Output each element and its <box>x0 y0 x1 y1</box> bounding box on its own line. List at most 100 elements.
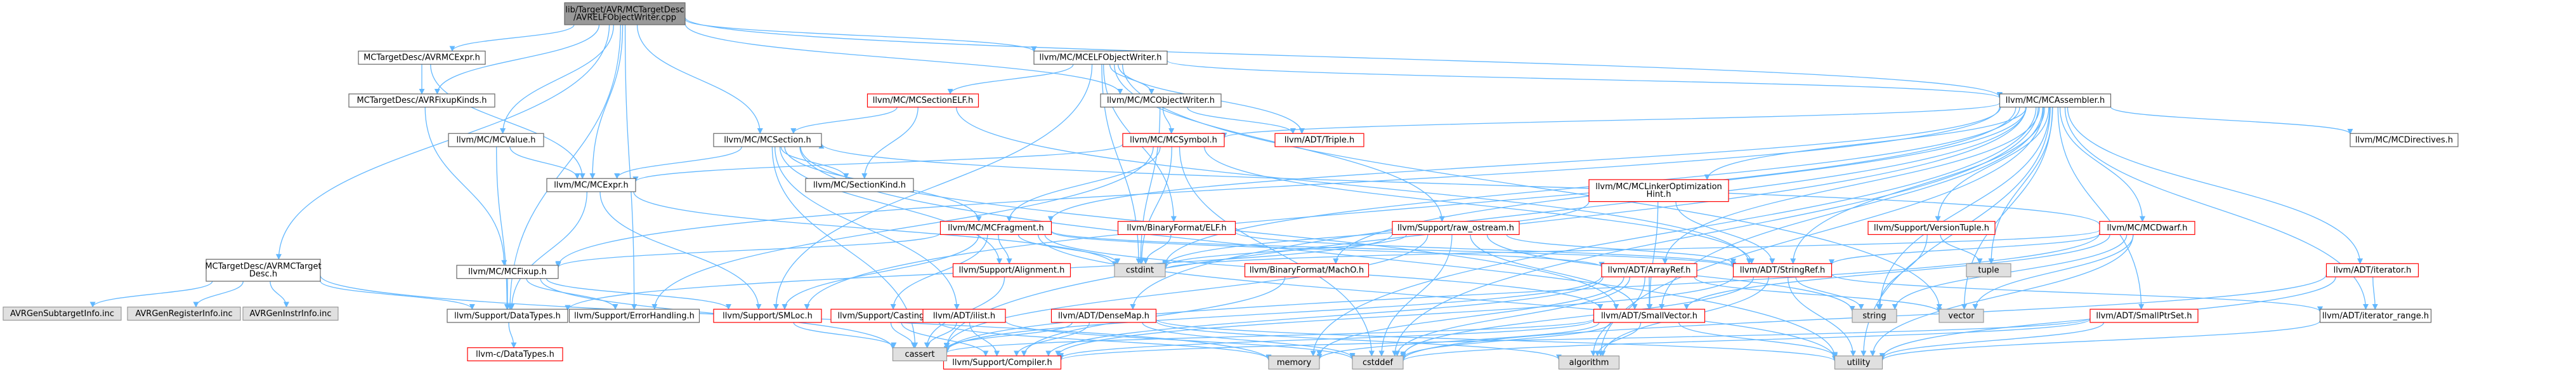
node-box-mcobjectwriter <box>1100 93 1222 108</box>
node-label-avrmctargetdesc-1: Desc.h <box>249 270 277 279</box>
node-box-avrmcexpr <box>358 50 486 65</box>
node-smloc[interactable]: llvm/Support/SMLoc.h <box>713 309 822 323</box>
edge-smallptrset-to-utility <box>1880 322 2105 359</box>
node-algorithm: algorithm <box>1558 356 1620 370</box>
node-label-mcfixup-0: llvm/MC/MCFixup.h <box>468 267 547 277</box>
edge-mcfixup-to-smloc <box>546 278 731 310</box>
edge-mcsymbol-to-errorhandling <box>651 147 1154 310</box>
node-avrgenregisterinfo: AVRGenRegisterInfo.inc <box>127 307 241 321</box>
edge-mcassembler-to-cstddef <box>1392 107 2039 357</box>
node-box-cassert <box>892 347 948 362</box>
edge-mcassembler-to-mcfragment <box>1047 107 2001 222</box>
node-casting[interactable]: llvm/Support/Casting.h <box>830 309 939 323</box>
node-label-datatypes-0: llvm/Support/DataTypes.h <box>454 311 561 321</box>
node-box-ilist <box>922 309 1006 323</box>
node-box-errorhandling <box>568 309 700 323</box>
node-root[interactable]: lib/Target/AVR/MCTargetDesc/AVRELFObject… <box>564 2 686 25</box>
node-box-mcexpr <box>546 178 636 192</box>
node-iterator[interactable]: llvm/ADT/iterator.h <box>2325 263 2419 277</box>
node-arrayref[interactable]: llvm/ADT/ArrayRef.h <box>1601 263 1697 277</box>
edge-mcdwarf-to-utility <box>1869 234 2134 357</box>
node-label-densemap-0: llvm/ADT/DenseMap.h <box>1058 311 1149 321</box>
node-densemap[interactable]: llvm/ADT/DenseMap.h <box>1050 309 1157 323</box>
node-mcsectionelf[interactable]: llvm/MC/MCSectionELF.h <box>866 93 979 108</box>
node-machoh[interactable]: llvm/BinaryFormat/MachO.h <box>1244 263 1370 277</box>
node-avrfixupkinds[interactable]: MCTargetDesc/AVRFixupKinds.h <box>348 93 495 108</box>
node-box-cstddef <box>1352 356 1404 370</box>
edge-mcobjectwriter-to-triple <box>1187 107 1296 135</box>
edge-iterator-to-iteratorrange <box>2372 277 2378 310</box>
edge-mcfixup-to-errorhandling <box>526 278 618 310</box>
edge-root-to-errorhandling <box>624 24 637 310</box>
node-mcsection[interactable]: llvm/MC/MCSection.h <box>713 133 822 147</box>
edge-root-to-mcvalue <box>500 24 614 135</box>
edge-avrmcexpr-to-mcexpr <box>430 64 585 180</box>
node-cdatatypes[interactable]: llvm-c/DataTypes.h <box>467 347 563 362</box>
node-rawostream[interactable]: llvm/Support/raw_ostream.h <box>1392 221 1520 236</box>
node-binaryelf[interactable]: llvm/BinaryFormat/ELF.h <box>1117 221 1236 236</box>
edge-smallvector-to-compiler <box>1058 319 1595 359</box>
edge-densemap-to-utility <box>1155 319 1838 362</box>
edge-versiontuple-to-string <box>1876 234 1928 310</box>
edge-binaryelf-to-stringref <box>1234 231 1736 268</box>
node-compiler[interactable]: llvm/Support/Compiler.h <box>943 356 1062 370</box>
edge-mcassembler-to-memory <box>1310 107 2037 357</box>
edge-root-to-datatypes <box>507 24 621 310</box>
node-label-triple-0: llvm/ADT/Triple.h <box>1285 136 1354 145</box>
node-label-avrgensubtargetinfo-0: AVRGenSubtargetInfo.inc <box>10 309 114 319</box>
edge-mcexpr-to-smloc <box>599 191 762 310</box>
node-mcvalue[interactable]: llvm/MC/MCValue.h <box>448 133 544 147</box>
edge-avrmctargetdesc-to-avrgenregisterinfo <box>193 281 244 308</box>
node-alignment[interactable]: llvm/Support/Alignment.h <box>952 263 1071 277</box>
node-label-mcassembler-0: llvm/MC/MCAssembler.h <box>2006 96 2105 105</box>
node-smallvector[interactable]: llvm/ADT/SmallVector.h <box>1593 309 1706 323</box>
edge-mcsymbol-to-stringref <box>1203 147 1755 265</box>
edge-root-to-avrmcexpr <box>449 24 575 52</box>
node-smallptrset[interactable]: llvm/ADT/SmallPtrSet.h <box>2089 309 2199 323</box>
node-mcelfobjectwriter[interactable]: llvm/MC/MCELFObjectWriter.h <box>1033 50 1168 65</box>
node-box-avrgenregisterinfo <box>127 307 241 321</box>
node-mcfixup[interactable]: llvm/MC/MCFixup.h <box>456 265 559 279</box>
edge-rawostream-to-cstddef <box>1378 234 1453 357</box>
edge-stringref-to-utility <box>1787 277 1856 357</box>
node-stringref[interactable]: llvm/ADT/StringRef.h <box>1732 263 1833 277</box>
node-label-mcvalue-0: llvm/MC/MCValue.h <box>457 136 536 145</box>
node-datatypes[interactable]: llvm/Support/DataTypes.h <box>447 309 568 323</box>
node-label-vector-0: vector <box>1948 311 1975 321</box>
edge-mcfragment-to-arrayref <box>1050 231 1605 268</box>
node-box-smallptrset <box>2089 309 2199 323</box>
node-errorhandling[interactable]: llvm/Support/ErrorHandling.h <box>568 309 700 323</box>
node-mcdirectives[interactable]: llvm/MC/MCDirectives.h <box>2350 133 2459 147</box>
node-mcsymbol[interactable]: llvm/MC/MCSymbol.h <box>1122 133 1225 147</box>
node-triple[interactable]: llvm/ADT/Triple.h <box>1274 133 1364 147</box>
node-versiontuple[interactable]: llvm/Support/VersionTuple.h <box>1867 221 1996 236</box>
node-label-errorhandling-0: llvm/Support/ErrorHandling.h <box>574 311 695 321</box>
node-mcobjectwriter[interactable]: llvm/MC/MCObjectWriter.h <box>1100 93 1222 108</box>
node-label-arrayref-0: llvm/ADT/ArrayRef.h <box>1608 266 1691 276</box>
edge-smloc-to-cassert <box>793 322 897 349</box>
edge-root-to-mcobjectwriter <box>684 23 1123 95</box>
edge-avrmctargetdesc-to-avrgensubtargetinfo <box>89 281 213 308</box>
node-ilist[interactable]: llvm/ADT/ilist.h <box>922 309 1006 323</box>
node-memory: memory <box>1268 356 1320 370</box>
node-iteratorrange[interactable]: llvm/ADT/iterator_range.h <box>2319 309 2432 323</box>
edge-mcfragment-to-alignment <box>998 234 1012 265</box>
edge-rawostream-to-smallvector <box>1470 234 1638 310</box>
node-label-memory-0: memory <box>1277 358 1312 368</box>
node-label-mcelfobjectwriter-0: llvm/MC/MCELFObjectWriter.h <box>1039 53 1161 63</box>
node-box-stringref <box>1732 263 1833 277</box>
node-mcassembler[interactable]: llvm/MC/MCAssembler.h <box>1999 93 2112 108</box>
node-avrmcexpr[interactable]: MCTargetDesc/AVRMCExpr.h <box>358 50 486 65</box>
edge-mcsectionelf-to-sectionkind <box>861 107 919 180</box>
node-label-iteratorrange-0: llvm/ADT/iterator_range.h <box>2322 311 2429 321</box>
node-label-iterator-0: llvm/ADT/iterator.h <box>2334 266 2412 276</box>
edge-mcsymbol-to-cstdint <box>1139 147 1172 265</box>
node-mcexpr[interactable]: llvm/MC/MCExpr.h <box>546 178 636 192</box>
node-label-mclinkeropt-1: Hint.h <box>1646 190 1671 199</box>
node-sectionkind[interactable]: llvm/MC/SectionKind.h <box>805 178 914 192</box>
node-mcdwarf[interactable]: llvm/MC/MCDwarf.h <box>2099 221 2195 236</box>
node-mcfragment[interactable]: llvm/MC/MCFragment.h <box>939 221 1052 236</box>
node-label-avrmcexpr-0: MCTargetDesc/AVRMCExpr.h <box>363 53 480 63</box>
